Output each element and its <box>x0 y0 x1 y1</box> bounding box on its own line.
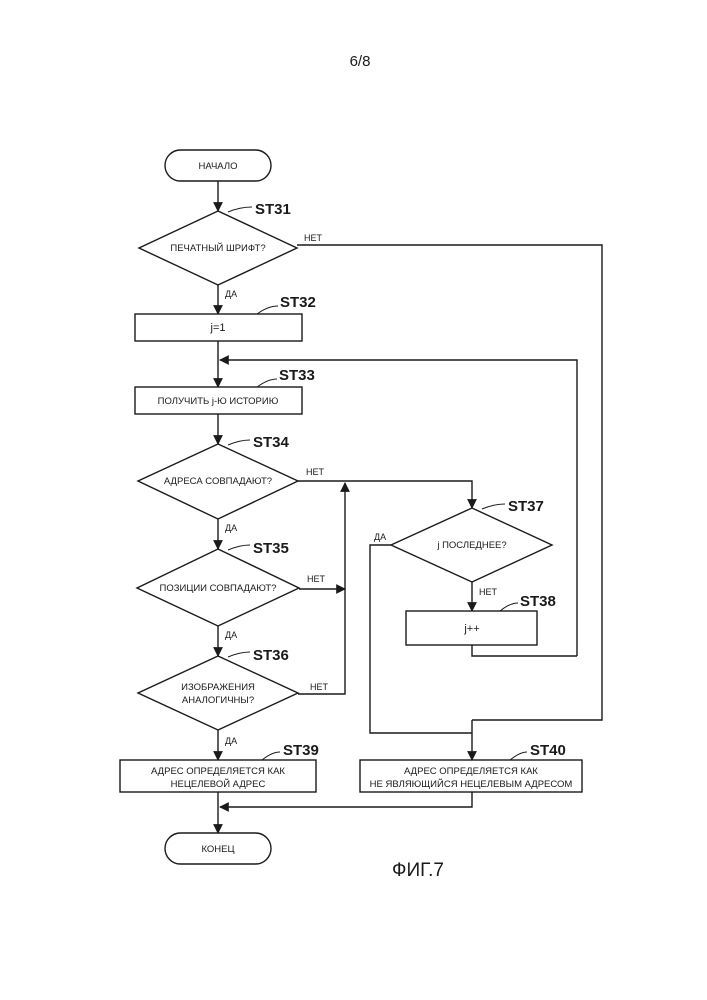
st40-process: АДРЕС ОПРЕДЕЛЯЕТСЯ КАК НЕ ЯВЛЯЮЩИЙСЯ НЕЦ… <box>360 742 582 792</box>
st33-process: ПОЛУЧИТЬ j-Ю ИСТОРИЮ ST33 <box>135 367 315 414</box>
st34-text: АДРЕСА СОВПАДАЮТ? <box>164 476 272 487</box>
st40-text-line2: НЕ ЯВЛЯЮЩИЙСЯ НЕЦЕЛЕВЫМ АДРЕСОМ <box>370 778 573 790</box>
start-terminal: НАЧАЛО <box>165 150 271 181</box>
st40-text-line1: АДРЕС ОПРЕДЕЛЯЕТСЯ КАК <box>404 766 538 777</box>
st39-step-label: ST39 <box>283 742 319 759</box>
figure-title: ФИГ.7 <box>392 860 444 881</box>
st36-text-line1: ИЗОБРАЖЕНИЯ <box>181 682 255 693</box>
start-label: НАЧАЛО <box>199 161 238 172</box>
st36-step-label: ST36 <box>253 647 289 664</box>
st31-decision: ПЕЧАТНЫЙ ШРИФТ? ST31 НЕТ ДА <box>139 201 323 299</box>
st33-step-label: ST33 <box>279 367 315 384</box>
st32-step-label: ST32 <box>280 294 316 311</box>
st36-no-label: НЕТ <box>310 682 329 692</box>
st35-decision: ПОЗИЦИИ СОВПАДАЮТ? ST35 НЕТ ДА <box>137 540 326 640</box>
st39-process: АДРЕС ОПРЕДЕЛЯЕТСЯ КАК НЕЦЕЛЕВОЙ АДРЕС S… <box>120 742 319 792</box>
st35-step-label: ST35 <box>253 540 289 557</box>
st34-step-label: ST34 <box>253 434 290 451</box>
st39-text-line1: АДРЕС ОПРЕДЕЛЯЕТСЯ КАК <box>151 766 285 777</box>
st37-no-label: НЕТ <box>479 587 498 597</box>
st40-step-label: ST40 <box>530 742 566 759</box>
st34-no-label: НЕТ <box>306 467 325 477</box>
st31-yes-label: ДА <box>225 289 237 299</box>
connectors <box>218 181 602 833</box>
st32-process: j=1 ST32 <box>135 294 316 341</box>
st37-step-label: ST37 <box>508 498 544 515</box>
st37-decision: j ПОСЛЕДНЕЕ? ST37 ДА НЕТ <box>374 498 552 597</box>
st35-text: ПОЗИЦИИ СОВПАДАЮТ? <box>160 583 277 594</box>
st37-yes-label: ДА <box>374 532 386 542</box>
end-terminal: КОНЕЦ <box>165 833 271 864</box>
st34-decision: АДРЕСА СОВПАДАЮТ? ST34 НЕТ ДА <box>138 434 325 533</box>
st31-step-label: ST31 <box>255 201 291 218</box>
end-label: КОНЕЦ <box>201 844 234 855</box>
st36-text-line2: АНАЛОГИЧНЫ? <box>182 695 254 706</box>
st36-decision: ИЗОБРАЖЕНИЯ АНАЛОГИЧНЫ? ST36 НЕТ ДА <box>138 647 329 746</box>
st33-text: ПОЛУЧИТЬ j-Ю ИСТОРИЮ <box>158 396 279 407</box>
st34-yes-label: ДА <box>225 523 237 533</box>
st31-text: ПЕЧАТНЫЙ ШРИФТ? <box>170 242 265 254</box>
st31-no-label: НЕТ <box>304 233 323 243</box>
st37-text: j ПОСЛЕДНЕЕ? <box>436 540 506 551</box>
st38-process: j++ ST38 <box>406 593 556 645</box>
st32-text: j=1 <box>210 322 226 334</box>
st39-text-line2: НЕЦЕЛЕВОЙ АДРЕС <box>171 778 266 790</box>
st35-no-label: НЕТ <box>307 574 326 584</box>
page-number: 6/8 <box>350 53 371 70</box>
st36-yes-label: ДА <box>225 736 237 746</box>
st38-text: j++ <box>463 623 479 635</box>
st35-yes-label: ДА <box>225 630 237 640</box>
st38-step-label: ST38 <box>520 593 556 610</box>
